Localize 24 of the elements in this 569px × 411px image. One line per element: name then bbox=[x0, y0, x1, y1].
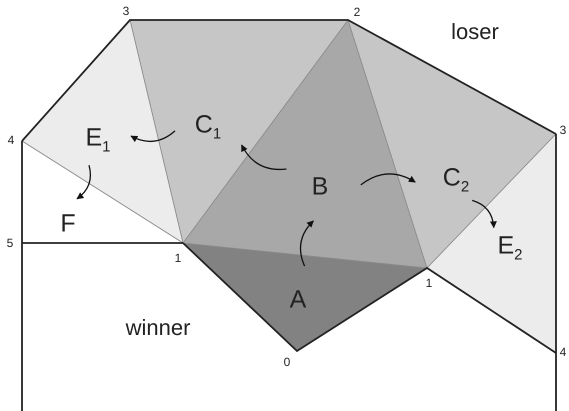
vertex-number: 1 bbox=[426, 277, 432, 289]
vertex-number: 4 bbox=[8, 134, 14, 146]
arrow bbox=[241, 144, 286, 170]
region-label: A bbox=[290, 288, 306, 312]
vertex-number: 3 bbox=[122, 5, 130, 17]
region-label: C$_{1}$ bbox=[194, 112, 222, 142]
arrow bbox=[472, 200, 497, 228]
region-label: B bbox=[312, 174, 328, 200]
vertex-number: 3 bbox=[560, 124, 566, 136]
arrow bbox=[300, 220, 314, 266]
arrow bbox=[360, 173, 416, 186]
vertex-number: 5 bbox=[6, 237, 14, 249]
region-label: winner bbox=[126, 317, 190, 339]
region-label: C$_{2}$ bbox=[442, 166, 470, 194]
region-label: F bbox=[60, 212, 76, 236]
region-label: E$_{1}$ bbox=[85, 126, 111, 154]
vertex-number: 2 bbox=[354, 6, 360, 18]
region-label: E$_{2}$ bbox=[497, 234, 523, 262]
arrow bbox=[76, 165, 92, 200]
region-label: loser bbox=[451, 21, 499, 43]
vertex-number: 0 bbox=[284, 356, 290, 368]
arrow bbox=[130, 130, 176, 142]
vertex-number: 1 bbox=[174, 252, 182, 264]
vertex-number: 4 bbox=[560, 346, 566, 358]
